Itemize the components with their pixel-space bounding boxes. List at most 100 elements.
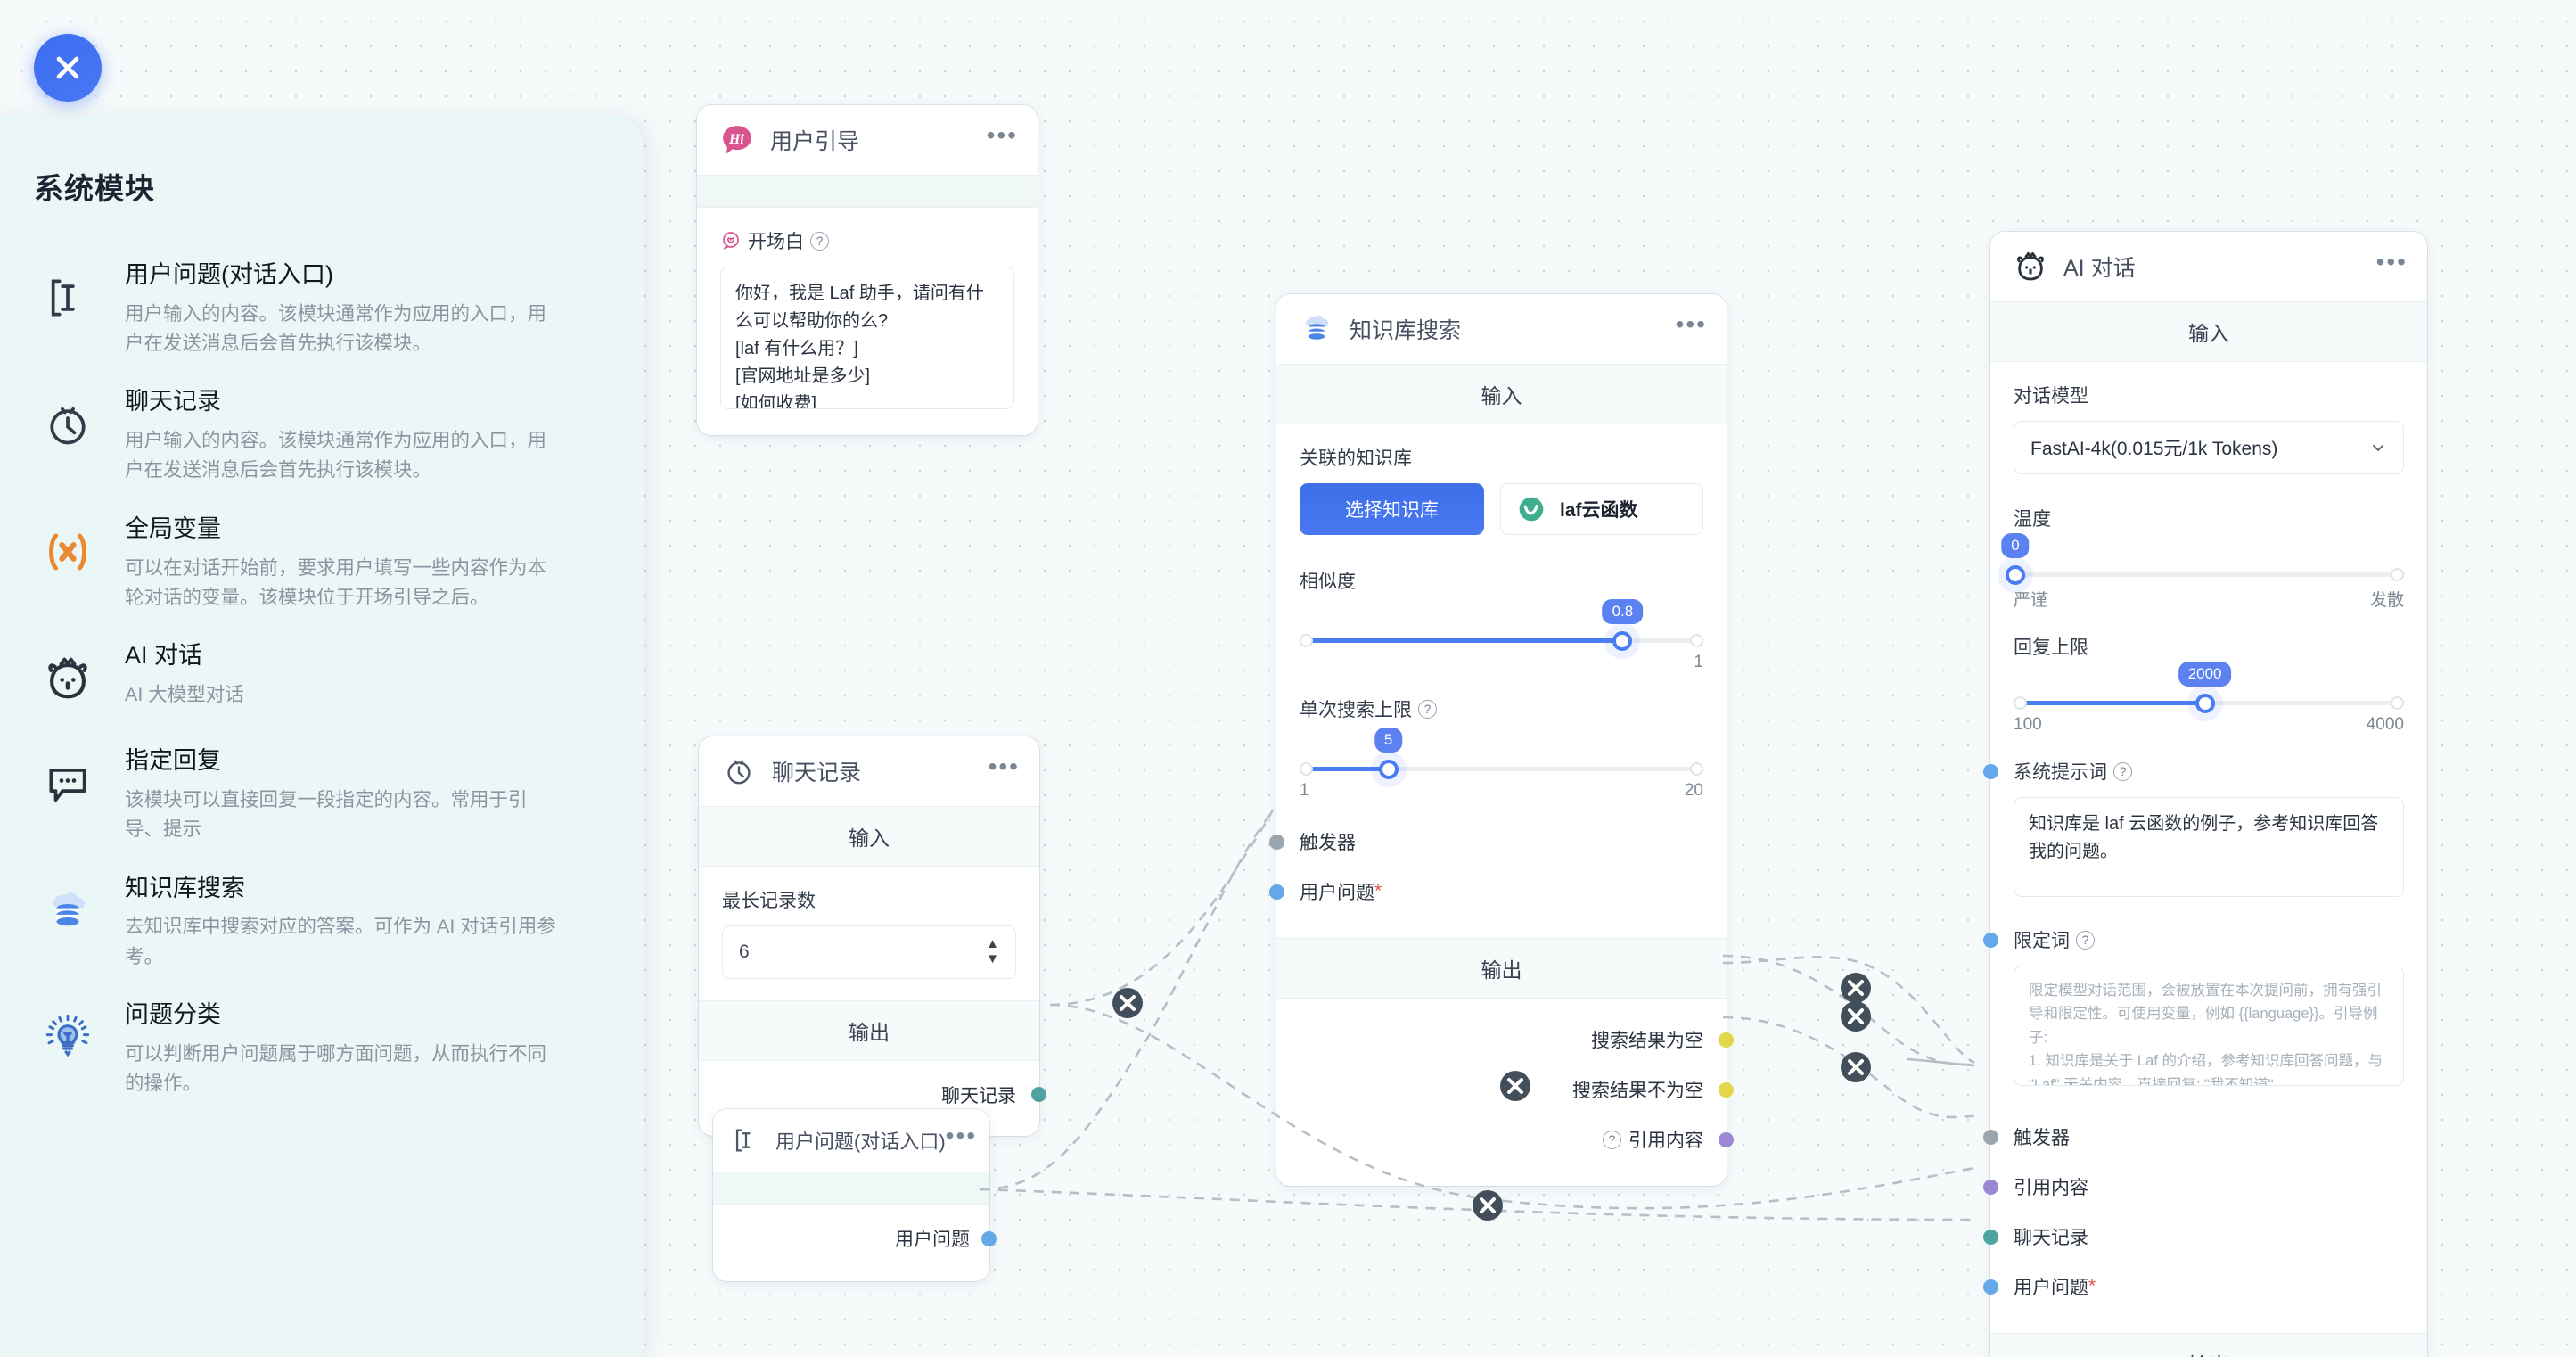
edge-delete-button[interactable] (1112, 988, 1143, 1018)
slider-handle[interactable] (2195, 694, 2215, 713)
node-user-guide[interactable]: Hi 用户引导 ••• 开场白 ? (697, 105, 1038, 435)
module-item-specified-reply[interactable]: 指定回复 该模块可以直接回复一段指定的内容。常用于引导、提示 (0, 731, 644, 858)
max-records-label: 最长记录数 (722, 891, 816, 911)
port-row-ai-trigger[interactable]: 触发器 (1983, 1112, 2404, 1162)
node-chat-history[interactable]: 聊天记录 ••• 输入 最长记录数 6 ▲▼ 输出 聊天记录 (699, 736, 1046, 1136)
port-row-ai-question[interactable]: 用户问题* (1983, 1262, 2404, 1312)
close-panel-button[interactable] (34, 34, 102, 102)
slider-fill (1305, 767, 1389, 771)
module-name: 用户问题(对话入口) (125, 261, 333, 288)
port-dot-blue[interactable] (1983, 932, 1998, 948)
slider-start-cap (1300, 634, 1313, 647)
port-dot-yellow[interactable] (1719, 1032, 1734, 1048)
search-limit-min: 1 (1300, 781, 1309, 800)
node-more-button[interactable]: ••• (945, 1122, 978, 1149)
node-more-button[interactable]: ••• (2375, 248, 2408, 276)
node-user-question[interactable]: 用户问题(对话入口) ••• 用户问题 (713, 1109, 997, 1281)
stepper-up-icon[interactable]: ▲ (986, 936, 999, 951)
edge-delete-button[interactable] (1841, 1001, 1871, 1032)
opening-statement-textarea[interactable] (720, 267, 1014, 409)
section-input-header: 输入 (1990, 301, 2427, 362)
slider-handle[interactable] (2006, 565, 2025, 585)
robot-icon (2012, 248, 2049, 285)
max-tokens-value: 2000 (2178, 662, 2232, 687)
port-row-dataset-trigger[interactable]: 触发器 (1269, 817, 1703, 867)
related-dataset-label: 关联的知识库 (1300, 448, 1412, 469)
dataset-chip[interactable]: laf云函数 (1500, 483, 1703, 535)
module-item-user-question[interactable]: 用户问题(对话入口) 用户输入的内容。该模块通常作为应用的入口，用户在发送消息后… (0, 245, 644, 372)
temperature-value: 0 (2001, 533, 2030, 558)
port-dot-yellow[interactable] (1719, 1081, 1734, 1098)
stepper-down-icon[interactable]: ▼ (986, 950, 999, 966)
chat-bubble-icon (34, 750, 102, 818)
node-more-button[interactable]: ••• (986, 121, 1018, 149)
port-dot-blue[interactable] (1269, 884, 1284, 900)
module-desc: 用户输入的内容。该模块通常作为应用的入口，用户在发送消息后会首先执行该模块。 (125, 430, 547, 481)
module-item-question-classify[interactable]: 问题分类 可以判断用户问题属于哪方面问题，从而执行不同的操作。 (0, 985, 644, 1112)
text-input-icon (34, 264, 102, 332)
section-output-header: 输出 (1276, 938, 1727, 999)
model-value: FastAI-4k(0.015元/1k Tokens) (2030, 439, 2278, 459)
required-marker: * (1374, 881, 1382, 901)
help-icon[interactable]: ? (1418, 699, 1437, 719)
port-dot-blue[interactable] (1983, 1279, 1998, 1295)
port-row-ai-history[interactable]: 聊天记录 (1983, 1212, 2404, 1262)
edge-delete-button[interactable] (1500, 1071, 1530, 1101)
slider-handle[interactable] (1612, 631, 1633, 651)
model-select[interactable]: FastAI-4k(0.015元/1k Tokens) (2014, 421, 2404, 474)
slider-handle[interactable] (1378, 760, 1399, 779)
stepper-arrows[interactable]: ▲▼ (986, 936, 999, 966)
select-dataset-button[interactable]: 选择知识库 (1300, 483, 1484, 535)
edge-delete-button[interactable] (1841, 1052, 1871, 1082)
node-more-button[interactable]: ••• (988, 753, 1020, 780)
limit-prompt-textarea[interactable] (2014, 966, 2404, 1086)
port-label: 触发器 (2014, 1128, 2070, 1148)
port-dot-teal[interactable] (1031, 1087, 1046, 1102)
module-item-dataset-search[interactable]: 知识库搜索 去知识库中搜索对应的答案。可作为 AI 对话引用参考。 (0, 859, 644, 985)
node-dataset-search[interactable]: 知识库搜索 ••• 输入 关联的知识库 选择知识库 laf云函数 相似度 0.8… (1269, 294, 1734, 1186)
module-item-global-variable[interactable]: 全局变量 可以在对话开始前，要求用户填写一些内容作为本轮对话的变量。该模块位于开… (0, 499, 644, 626)
port-dot-blue[interactable] (981, 1230, 997, 1246)
edge-delete-button[interactable] (1841, 973, 1871, 1003)
node-header: 知识库搜索 ••• (1276, 294, 1727, 364)
help-icon[interactable]: ? (2113, 761, 2132, 781)
hi-bubble-icon: Hi (718, 121, 756, 159)
lightbulb-icon (34, 1004, 102, 1072)
max-records-stepper[interactable]: 6 ▲▼ (722, 925, 1016, 979)
help-icon[interactable]: ? (2076, 930, 2095, 950)
port-dot-gray[interactable] (1983, 1129, 1998, 1145)
port-dot-purple[interactable] (1983, 1179, 1998, 1195)
temperature-max-label: 发散 (2369, 591, 2404, 610)
module-item-chat-history[interactable]: 聊天记录 用户输入的内容。该模块通常作为应用的入口，用户在发送消息后会首先执行该… (0, 372, 644, 498)
node-ai-chat[interactable]: AI 对话 ••• 输入 对话模型 FastAI-4k(0.015元/1k To… (1983, 232, 2427, 1357)
port-row-question-output[interactable]: 用户问题 (733, 1213, 997, 1263)
module-name: 指定回复 (125, 747, 221, 775)
port-row-quote-content[interactable]: ? 引用内容 (1300, 1114, 1734, 1164)
chevron-down-icon (2373, 445, 2383, 452)
edge-delete-button[interactable] (1473, 1190, 1503, 1221)
module-item-ai-chat[interactable]: AI 对话 AI 大模型对话 (0, 626, 644, 731)
help-icon[interactable]: ? (1603, 1130, 1621, 1149)
port-row-search-empty[interactable]: 搜索结果为空 (1300, 1015, 1734, 1065)
port-dot-blue[interactable] (1983, 763, 1998, 779)
port-dot-gray[interactable] (1269, 834, 1284, 850)
field-label-text: 开场白 (748, 232, 804, 252)
node-header: Hi 用户引导 ••• (697, 105, 1038, 175)
similarity-slider[interactable]: 0.8 1 (1300, 599, 1703, 671)
port-dot-purple[interactable] (1719, 1131, 1734, 1147)
max-tokens-slider[interactable]: 2000 100 4000 (2014, 662, 2404, 734)
node-header: 用户问题(对话入口) ••• (713, 1109, 989, 1172)
port-row-ai-quote[interactable]: 引用内容 (1983, 1162, 2404, 1212)
search-limit-slider[interactable]: 5 1 20 (1300, 728, 1703, 800)
slider-track (1305, 767, 1698, 771)
port-label: 聊天记录 (941, 1085, 1016, 1106)
help-icon[interactable]: ? (810, 231, 829, 251)
similarity-label: 相似度 (1300, 572, 1356, 592)
system-prompt-textarea[interactable] (2014, 797, 2404, 897)
node-more-button[interactable]: ••• (1675, 310, 1707, 338)
port-dot-teal[interactable] (1983, 1229, 1998, 1245)
max-tokens-label: 回复上限 (2014, 637, 2088, 658)
temperature-slider[interactable]: 0 严谨 发散 (2001, 533, 2404, 610)
port-row-dataset-question[interactable]: 用户问题* (1269, 867, 1703, 917)
slider-start-cap (1300, 762, 1313, 776)
